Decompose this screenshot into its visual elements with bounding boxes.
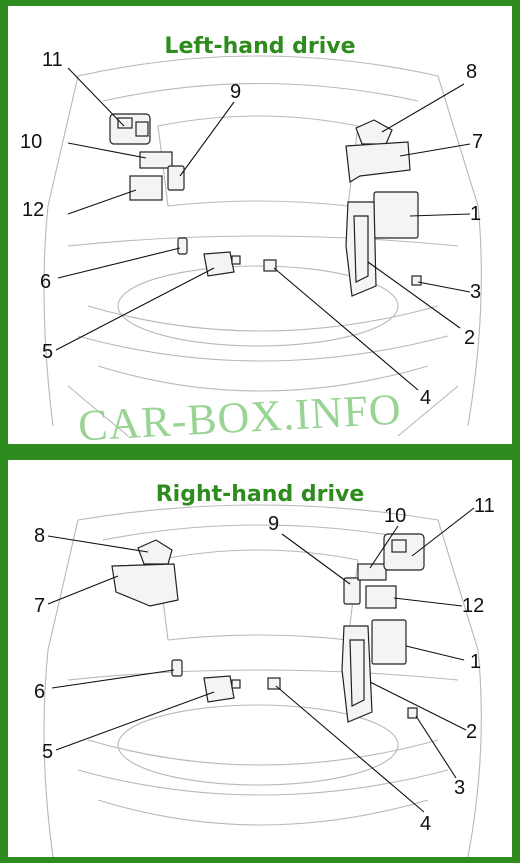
- component-9-fuse: [167, 165, 185, 191]
- right-hand-drive-panel: Right-hand drive 1 2 3 4 5 6 7 8 9 10 11…: [8, 460, 512, 857]
- component-9-fuse: [343, 577, 361, 605]
- engine-bay-diagram-lhd: [43, 55, 482, 437]
- callout-7: 7: [34, 595, 46, 617]
- left-hand-drive-panel: Left-hand drive 1 2 3 4 5 6 7 8 9 10 11 …: [8, 6, 512, 444]
- component-10-relay: [357, 563, 387, 581]
- component-3-relay: [407, 707, 418, 719]
- component-12-relay: [365, 585, 397, 609]
- component-7-junction-block: [345, 141, 411, 183]
- callout-8: 8: [466, 61, 478, 83]
- component-5-relay-box: [203, 251, 241, 277]
- callout-8: 8: [34, 525, 46, 547]
- component-4-relay: [267, 677, 281, 690]
- component-6-connector: [171, 659, 183, 677]
- callout-5: 5: [42, 341, 54, 363]
- callout-4: 4: [420, 813, 432, 835]
- callout-10: 10: [20, 131, 43, 153]
- callout-7: 7: [472, 131, 484, 153]
- component-5-relay-box: [203, 675, 241, 703]
- callout-9: 9: [230, 81, 242, 103]
- car-outline: [43, 504, 482, 857]
- panel-title: Left-hand drive: [164, 34, 356, 59]
- callout-1: 1: [470, 203, 482, 225]
- engine-bay-diagram-rhd: [43, 504, 482, 857]
- callout-9: 9: [268, 513, 280, 535]
- component-8-relay: [137, 539, 173, 565]
- panel-title: Right-hand drive: [155, 482, 365, 507]
- callout-2: 2: [466, 721, 478, 743]
- callout-4: 4: [420, 387, 432, 409]
- callout-11: 11: [42, 49, 63, 71]
- component-11-relay-block: [383, 533, 425, 571]
- callout-6: 6: [40, 271, 52, 293]
- component-2-battery-block: [341, 625, 373, 723]
- callout-1: 1: [470, 651, 482, 673]
- component-4-relay: [263, 259, 277, 272]
- car-outline: [43, 55, 482, 437]
- callout-6: 6: [34, 681, 46, 703]
- component-6-connector: [177, 237, 188, 255]
- component-1-fuse-box: [373, 191, 419, 239]
- callout-2: 2: [464, 327, 476, 349]
- component-10-relay: [139, 151, 173, 169]
- component-7-junction-block: [111, 563, 179, 607]
- callout-11: 11: [474, 495, 495, 517]
- component-2-battery-block: [345, 201, 377, 297]
- leader-lines: [47, 507, 475, 813]
- callout-12: 12: [462, 595, 485, 617]
- callout-3: 3: [454, 777, 466, 799]
- callout-5: 5: [42, 741, 54, 763]
- callout-10: 10: [384, 505, 407, 527]
- component-8-relay: [355, 119, 393, 145]
- leader-lines: [55, 67, 471, 391]
- callout-3: 3: [470, 281, 482, 303]
- component-12-relay: [129, 175, 163, 201]
- component-1-fuse-box: [371, 619, 407, 665]
- callout-12: 12: [22, 199, 45, 221]
- component-3-relay: [411, 275, 422, 286]
